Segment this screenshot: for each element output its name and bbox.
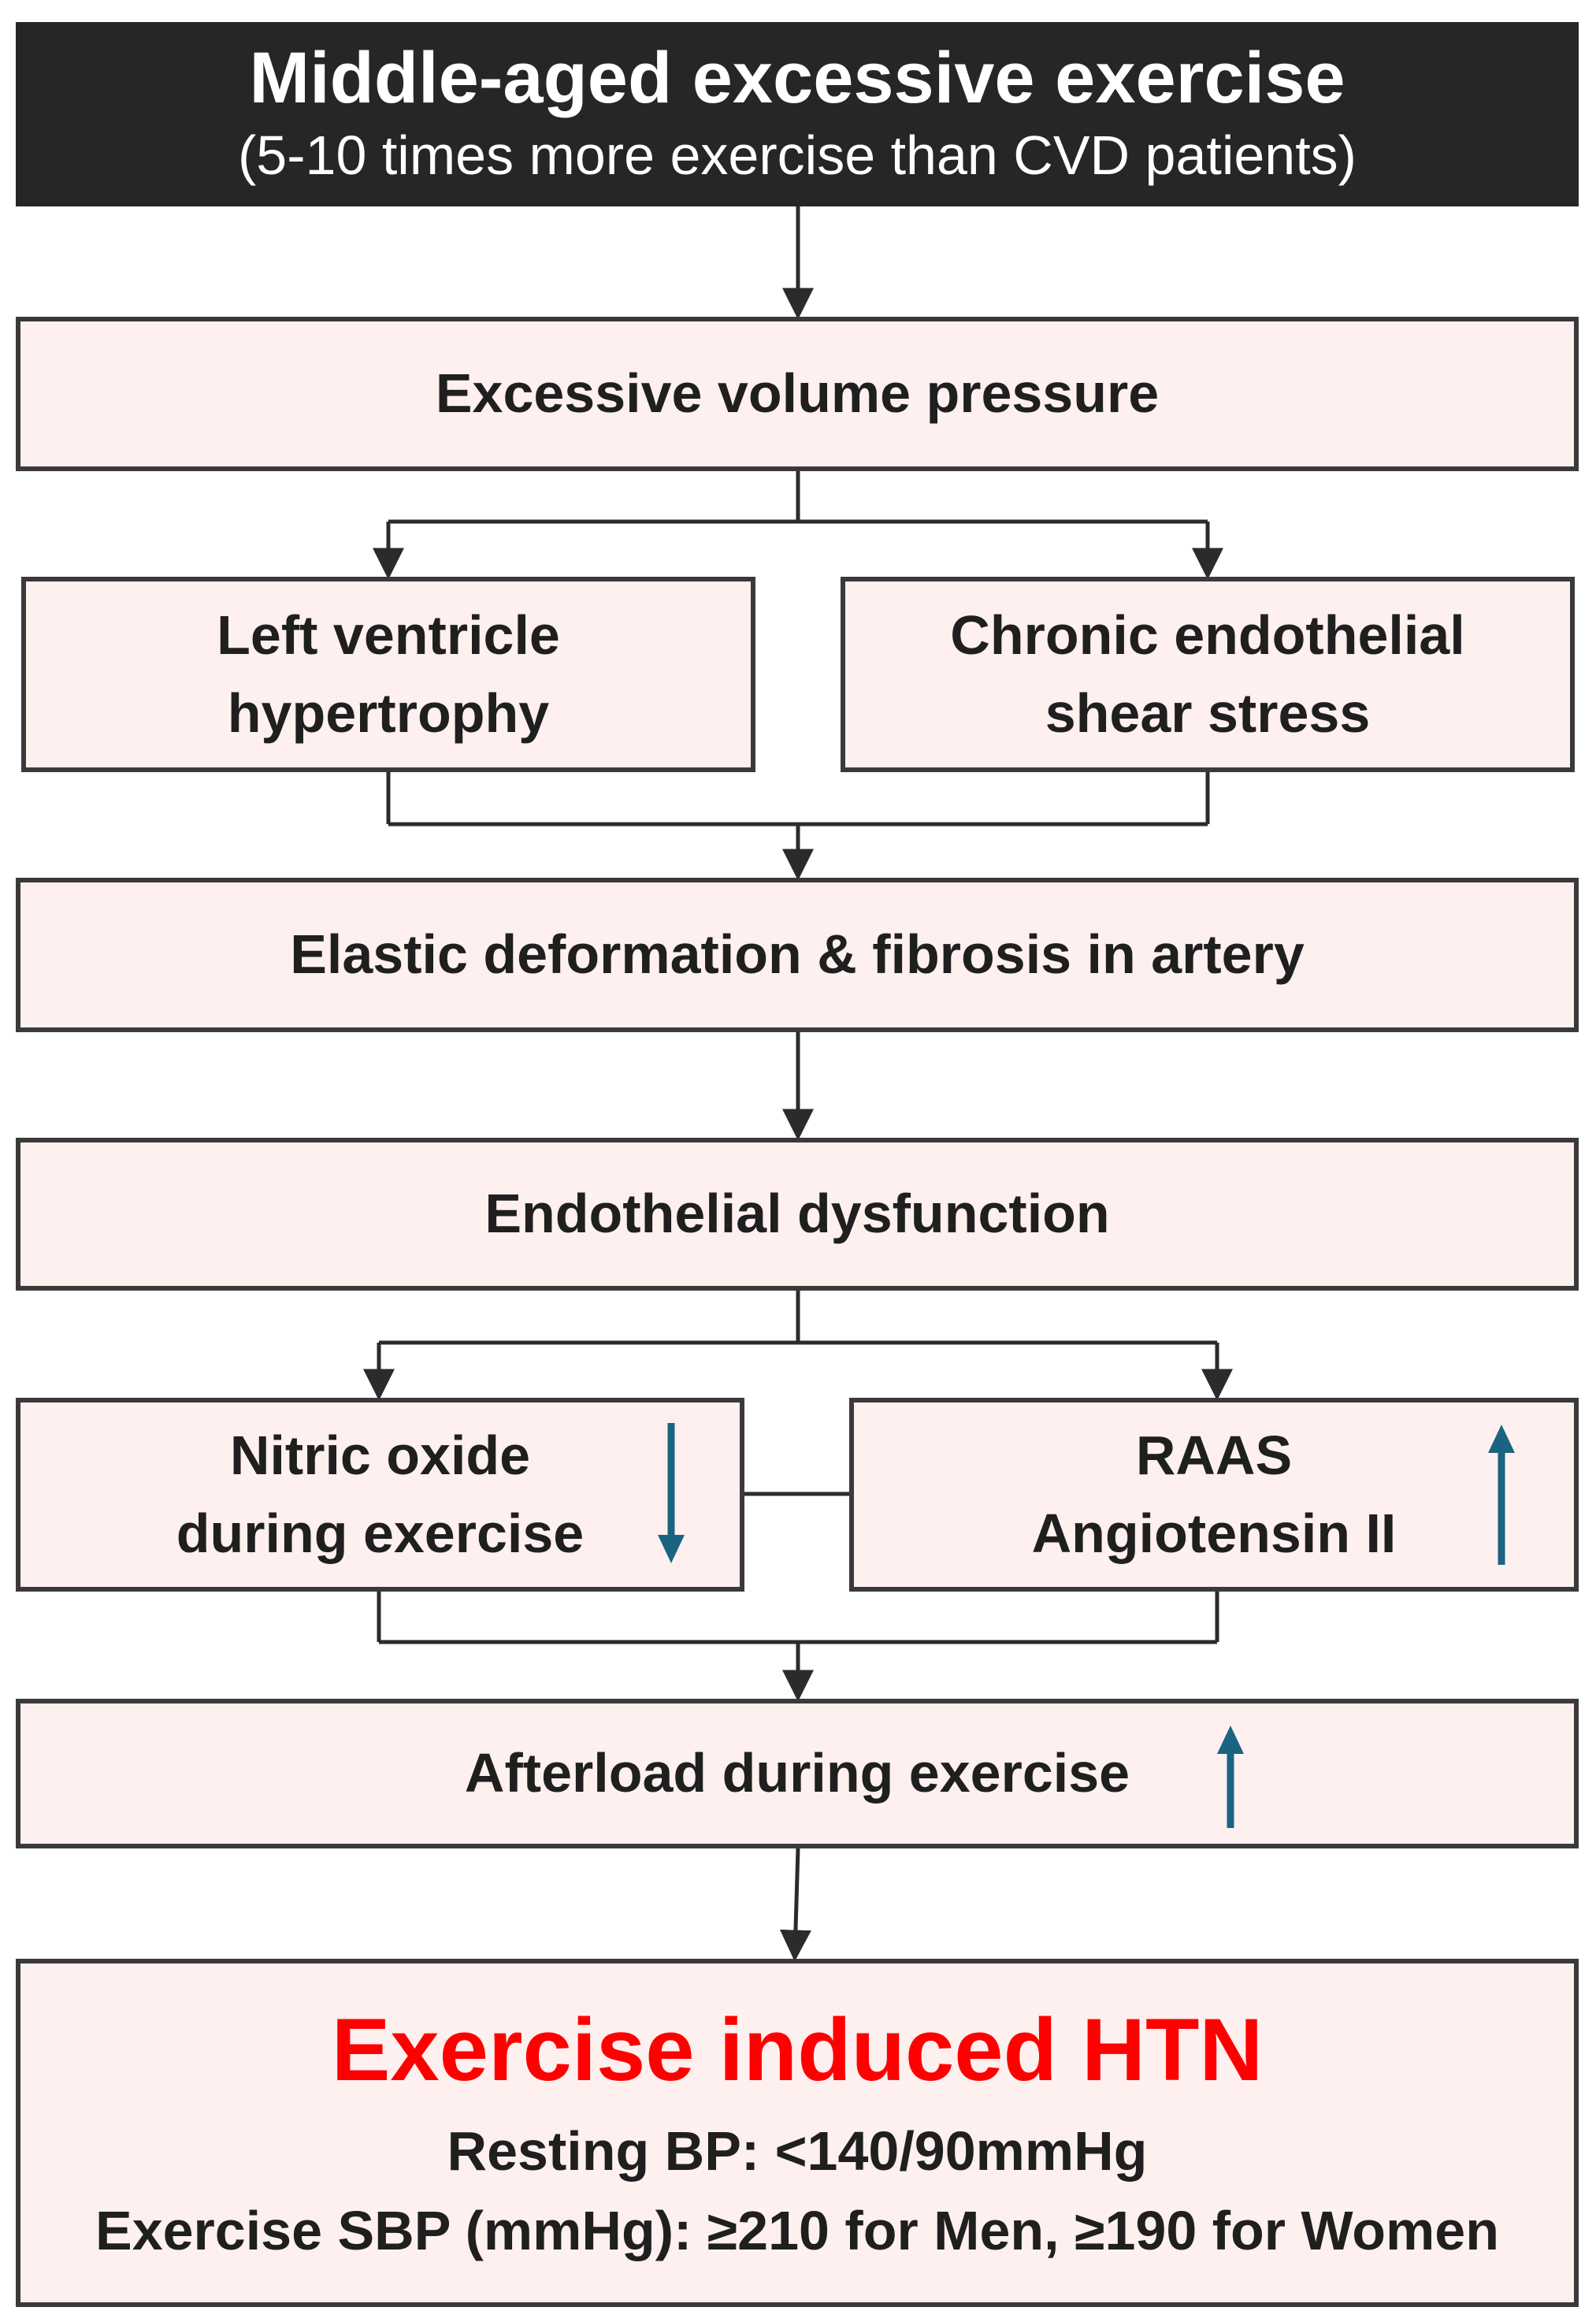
up-arrow-icon <box>1488 1425 1515 1565</box>
shear-stress-box: Chronic endothelial shear stress <box>841 577 1575 772</box>
header-subtitle: (5-10 times more exercise than CVD patie… <box>238 124 1357 187</box>
arrow-afterload-to-final <box>779 1848 811 1962</box>
lv-hypertrophy-box: Left ventricle hypertrophy <box>21 577 755 772</box>
shear-stress-line2: shear stress <box>1045 682 1371 744</box>
header-box: Middle-aged excessive exercise (5-10 tim… <box>16 22 1579 206</box>
endothelial-dysfunction-box: Endothelial dysfunction <box>16 1138 1579 1291</box>
endothelial-dysfunction-label: Endothelial dysfunction <box>484 1183 1110 1245</box>
lv-hypertrophy-line1: Left ventricle <box>217 604 560 666</box>
resting-bp-text: Resting BP: <140/90mmHg <box>447 2120 1148 2182</box>
nitric-oxide-box: Nitric oxide during exercise <box>16 1398 744 1592</box>
shear-stress-line1: Chronic endothelial <box>950 604 1465 666</box>
exercise-sbp-text: Exercise SBP (mmHg): ≥210 for Men, ≥190 … <box>95 2200 1499 2261</box>
volume-pressure-box: Excessive volume pressure <box>16 317 1579 471</box>
raas-line2: Angiotensin II <box>1031 1503 1397 1564</box>
raas-box: RAAS Angiotensin II <box>849 1398 1579 1592</box>
nitric-oxide-line1: Nitric oxide <box>229 1424 531 1486</box>
volume-pressure-label: Excessive volume pressure <box>435 362 1160 425</box>
raas-line1: RAAS <box>1135 1424 1293 1486</box>
down-arrow-icon <box>658 1423 685 1563</box>
header-title: Middle-aged excessive exercise <box>249 37 1345 118</box>
exercise-htn-title: Exercise induced HTN <box>331 2000 1264 2099</box>
up-arrow-icon <box>1217 1726 1244 1828</box>
afterload-label: Afterload during exercise <box>464 1742 1130 1804</box>
nitric-oxide-line2: during exercise <box>176 1503 585 1564</box>
exercise-htn-box: Exercise induced HTN Resting BP: <140/90… <box>16 1959 1579 2307</box>
elastic-deformation-label: Elastic deformation & fibrosis in artery <box>290 923 1305 986</box>
elastic-deformation-box: Elastic deformation & fibrosis in artery <box>16 878 1579 1032</box>
afterload-box: Afterload during exercise <box>16 1699 1579 1848</box>
lv-hypertrophy-line2: hypertrophy <box>227 682 550 744</box>
